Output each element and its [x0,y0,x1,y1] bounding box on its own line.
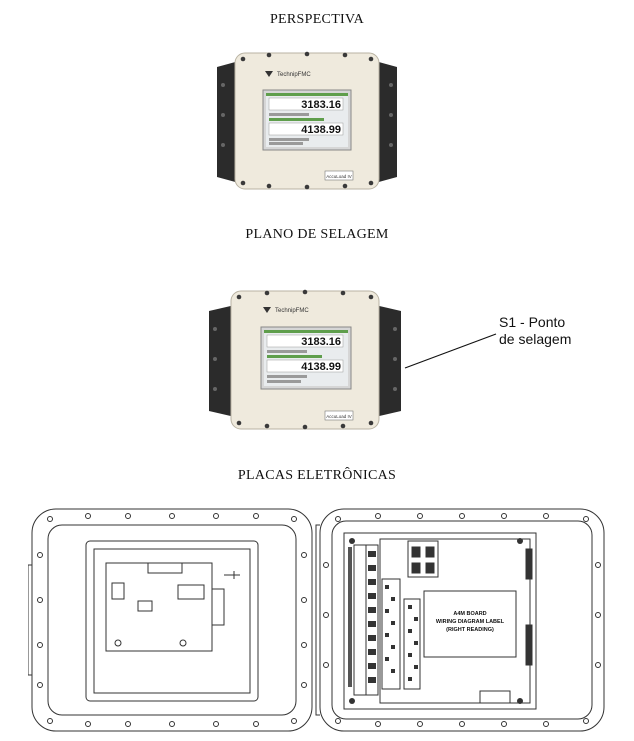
callout-line-2: de selagem [499,331,572,347]
left-side-panel [217,61,239,183]
display-reading-1: 3183.16 [301,99,341,111]
heading-boards: PLACAS ELETRÔNICAS [237,468,397,483]
left-enclosure-drawing [28,508,313,732]
brand-name: TechnipFMC [275,308,309,314]
brand-name: TechnipFMC [277,72,311,78]
board-label-line-1: A4M BOARD [453,611,486,617]
model-label: AccuLoad IV [326,174,352,179]
right-side-panel [375,61,397,183]
heading-sealing-plane: PLANO DE SELAGEM [245,227,389,242]
model-label: AccuLoad IV [326,414,352,419]
housing-bolts [240,51,374,190]
display-reading-2: 4138.99 [301,124,341,136]
display-reading-1: 3183.16 [301,336,341,348]
right-enclosure-drawing [315,508,605,732]
callout-line-1: S1 - Ponto [499,314,566,330]
brand-logo-icon [263,307,271,313]
board-label-line-3: (RIGHT READING) [446,627,494,633]
side-bolts [221,83,393,147]
wiring-diagram-label-box [423,590,517,658]
brand-logo-icon [265,71,273,77]
sealing-point-leader-line [404,333,497,369]
electronic-boards-drawing: A4M BOARD WIRING DIAGRAM LABEL (RIGHT RE… [28,508,605,732]
model-plate [324,410,354,421]
sealing-point-callout: S1 - Ponto de selagem [499,314,571,348]
model-plate [324,170,354,181]
device-perspective-image: TechnipFMC 3183.16 4138.99 AccuLoad IV [217,51,397,190]
display-reading-2: 4138.99 [301,361,341,373]
device-sealing-image: TechnipFMC 3183.16 4138.99 AccuLoad IV [209,289,401,430]
board-label-line-2: WIRING DIAGRAM LABEL [436,619,505,625]
heading-perspective: PERSPECTIVA [269,12,365,27]
